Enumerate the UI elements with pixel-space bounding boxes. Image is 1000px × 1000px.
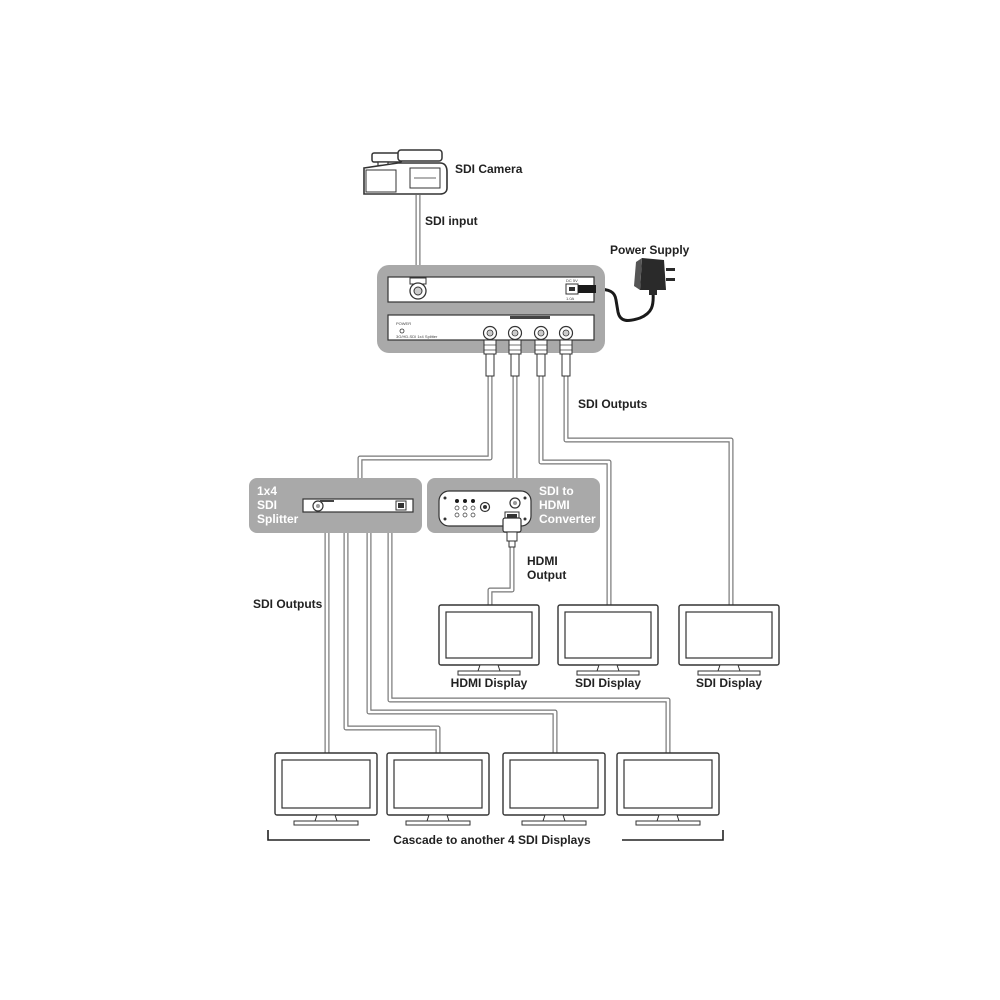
sdi-outputs-label-main: SDI Outputs [578, 397, 648, 411]
sdi-output-bnc-2 [507, 325, 523, 377]
cascade-cable-2 [343, 512, 441, 753]
output-cable-to-sdi-display-2 [563, 375, 734, 605]
hdmi-output-cable [487, 545, 515, 605]
cascade-splitter-input-bnc [312, 500, 324, 512]
hdmi-plug [502, 517, 522, 548]
cascade-display-2 [386, 752, 490, 826]
dc-in-jack: DC 5V 1.0A [565, 278, 596, 301]
sdi-display-2 [678, 604, 780, 676]
hdmi-display-label: HDMI Display [451, 676, 528, 690]
cascade-cable-4 [387, 512, 671, 753]
sdi-output-bnc-4 [558, 325, 574, 377]
svg-text:3G/HD-SDI 1x4 Splitter: 3G/HD-SDI 1x4 Splitter [396, 334, 438, 339]
cascade-display-1 [274, 752, 378, 826]
sdi-camera [363, 149, 448, 195]
svg-text:POWER: POWER [396, 321, 411, 326]
cascade-splitter-dc-jack [395, 500, 407, 511]
converter-label-line2: HDMI [539, 498, 570, 512]
main-splitter-panel: DC 5V 1.0A POWER 3G/HD-SDI 1x4 Splitter [377, 265, 605, 377]
splitter-label-line2: SDI [257, 498, 277, 512]
splitter-label-line1: 1x4 [257, 484, 277, 498]
hdmi-display [438, 604, 540, 676]
cascade-bracket [267, 830, 724, 841]
splitter-label-line3: Splitter [257, 512, 299, 526]
cascade-display-4 [616, 752, 720, 826]
power-supply-label: Power Supply [610, 243, 690, 257]
converter-status-leds [454, 499, 476, 518]
sdi-input-label: SDI input [425, 214, 478, 228]
power-led: POWER [396, 321, 411, 334]
sdi-output-bnc-1 [482, 325, 498, 377]
converter-sdi-bnc [509, 497, 521, 509]
sdi-input-bnc [409, 277, 427, 300]
cascade-cable-3 [366, 512, 558, 753]
hdmi-output-label-line2: Output [527, 568, 566, 582]
sdi-display-1 [557, 604, 659, 676]
cables [324, 195, 734, 753]
sdi-display-1-label: SDI Display [575, 676, 641, 690]
cascade-splitter-device [302, 498, 414, 513]
converter-panel [427, 478, 600, 548]
converter-audio-jack [479, 501, 491, 513]
svg-text:1.0A: 1.0A [566, 296, 575, 301]
power-supply [634, 258, 675, 295]
converter-label-line1: SDI to [539, 484, 574, 498]
output-cable-to-sdi-display-1 [538, 375, 612, 605]
converter-label-line3: Converter [539, 512, 596, 526]
cascade-display-3 [502, 752, 606, 826]
cascade-label: Cascade to another 4 SDI Displays [393, 833, 591, 847]
sdi-output-bnc-3 [533, 325, 549, 377]
camera-label: SDI Camera [455, 162, 523, 176]
sdi-display-2-label: SDI Display [696, 676, 762, 690]
svg-text:DC 5V: DC 5V [566, 278, 578, 283]
sdi-outputs-label-side: SDI Outputs [253, 597, 323, 611]
power-cable [595, 287, 655, 322]
hdmi-output-label-line1: HDMI [527, 554, 558, 568]
cascade-splitter-panel [249, 478, 422, 533]
